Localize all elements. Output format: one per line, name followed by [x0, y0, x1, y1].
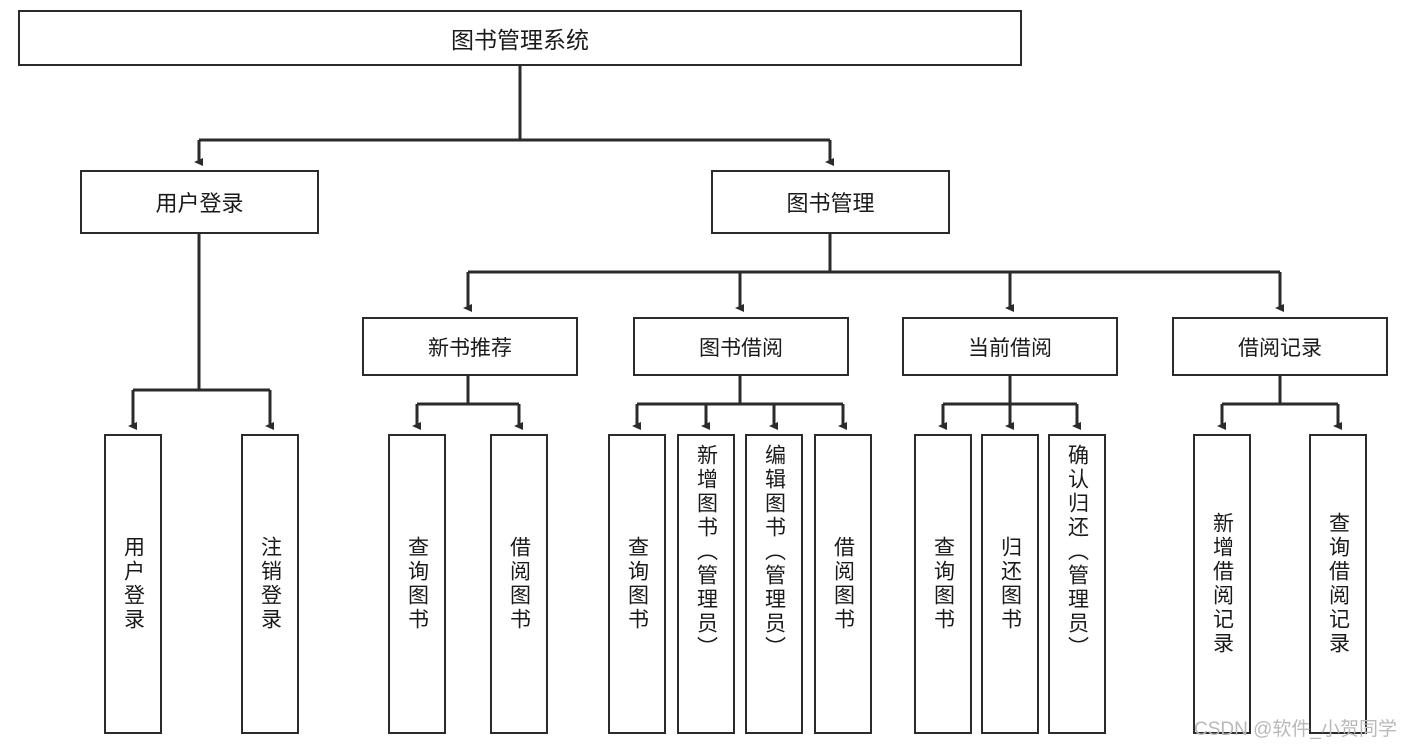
node-root-system[interactable]: 图书管理系统 [18, 10, 1022, 66]
node-label: 编辑图书（管理员） [762, 444, 786, 660]
leaf-return-book[interactable]: 归还图书 [981, 434, 1039, 734]
node-label: 新增借阅记录 [1210, 512, 1234, 656]
node-label: 注销登录 [258, 536, 282, 632]
leaf-add-borrow-record[interactable]: 新增借阅记录 [1193, 434, 1251, 734]
leaf-query-book-recommend[interactable]: 查询图书 [388, 434, 446, 734]
node-label: 图书管理系统 [451, 27, 589, 53]
node-label: 借阅图书 [831, 536, 855, 632]
node-label: 当前借阅 [968, 336, 1052, 360]
node-borrow-record[interactable]: 借阅记录 [1172, 317, 1388, 376]
node-label: 用户登录 [121, 536, 145, 632]
node-label: 归还图书 [998, 536, 1022, 632]
leaf-confirm-return-admin[interactable]: 确认归还（管理员） [1048, 434, 1106, 734]
node-new-book-recommend[interactable]: 新书推荐 [362, 317, 578, 376]
leaf-query-book-current[interactable]: 查询图书 [914, 434, 972, 734]
leaf-borrow-book-recommend[interactable]: 借阅图书 [490, 434, 548, 734]
node-label: 图书管理 [786, 191, 875, 216]
node-label: 查询图书 [405, 536, 429, 632]
node-label: 新增图书（管理员） [694, 444, 718, 660]
node-user-login[interactable]: 用户登录 [80, 170, 319, 234]
node-label: 用户登录 [155, 191, 244, 216]
node-label: 图书借阅 [699, 336, 783, 360]
node-label: 新书推荐 [428, 336, 512, 360]
node-current-borrow[interactable]: 当前借阅 [902, 317, 1118, 376]
watermark-text: CSDN @软件_小贺同学 [1194, 719, 1397, 740]
leaf-borrow-book[interactable]: 借阅图书 [814, 434, 872, 734]
node-label: 查询借阅记录 [1326, 512, 1350, 656]
node-label: 借阅图书 [507, 536, 531, 632]
node-book-management[interactable]: 图书管理 [711, 170, 950, 234]
leaf-user-login[interactable]: 用户登录 [104, 434, 162, 734]
node-book-borrow[interactable]: 图书借阅 [633, 317, 849, 376]
leaf-query-borrow-record[interactable]: 查询借阅记录 [1309, 434, 1367, 734]
leaf-edit-book-admin[interactable]: 编辑图书（管理员） [745, 434, 803, 734]
leaf-add-book-admin[interactable]: 新增图书（管理员） [677, 434, 735, 734]
node-label: 查询图书 [931, 536, 955, 632]
node-label: 借阅记录 [1238, 336, 1322, 360]
node-label: 查询图书 [625, 536, 649, 632]
node-label: 确认归还（管理员） [1065, 444, 1089, 660]
leaf-query-book-borrow[interactable]: 查询图书 [608, 434, 666, 734]
leaf-user-logout[interactable]: 注销登录 [241, 434, 299, 734]
